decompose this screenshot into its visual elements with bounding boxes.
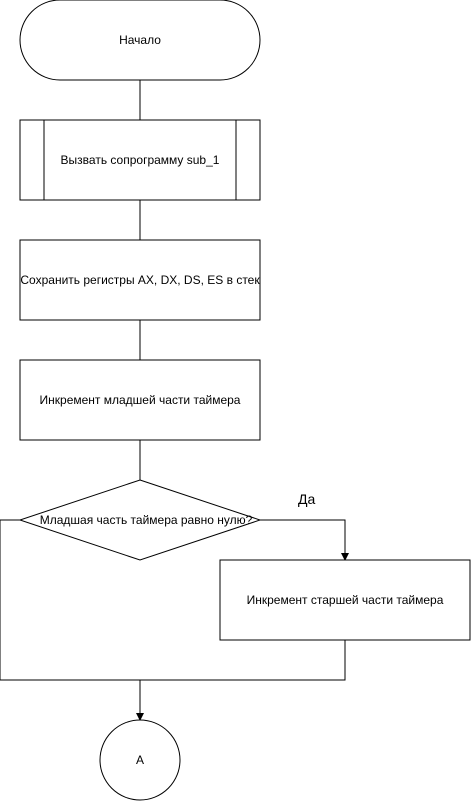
- yes-branch-label: Да: [298, 491, 315, 507]
- decision-node: Младшая часть таймера равно нулю?: [18, 479, 262, 561]
- save-registers-node: Сохранить регистры AX, DX, DS, ES в стек: [19, 239, 261, 321]
- subroutine-label: Вызвать сопрограмму sub_1: [61, 153, 220, 167]
- start-terminator: Начало: [19, 0, 261, 81]
- increment-low-label: Инкремент младшей части таймера: [40, 393, 241, 407]
- start-label: Начало: [119, 33, 161, 47]
- edge-inc-high-to-merge: [140, 640, 346, 681]
- connector-lines: [0, 80, 349, 721]
- increment-low-node: Инкремент младшей части таймера: [19, 359, 261, 441]
- subroutine-node: Вызвать сопрограмму sub_1: [19, 119, 261, 201]
- edge-decision-no-loop: [0, 519, 140, 681]
- increment-high-node: Инкремент старшей части таймера: [219, 559, 471, 641]
- connector-a-label: A: [136, 753, 144, 767]
- edge-decision-yes-to-inc-high: [260, 519, 349, 561]
- increment-high-label: Инкремент старшей части таймера: [247, 593, 444, 607]
- save-registers-label: Сохранить регистры AX, DX, DS, ES в стек: [20, 273, 260, 287]
- connector-a: A: [99, 719, 181, 801]
- decision-label: Младшая часть таймера равно нулю?: [40, 513, 253, 527]
